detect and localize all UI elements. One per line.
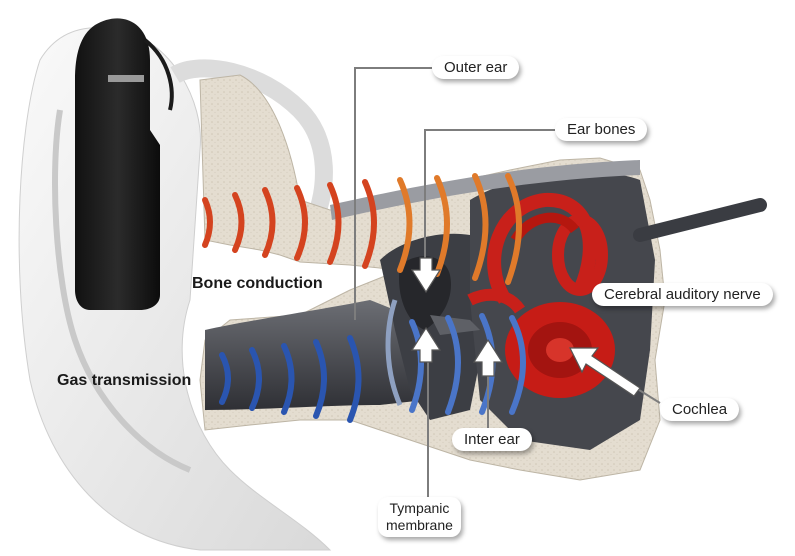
outer-ear-label: Outer ear: [432, 56, 519, 79]
cerebral-auditory-nerve-label: Cerebral auditory nerve: [592, 283, 773, 306]
tympanic-membrane-label: Tympanic membrane: [378, 497, 461, 537]
cochlea-label: Cochlea: [660, 398, 739, 421]
ear-bones-label: Ear bones: [555, 118, 647, 141]
gas-transmission-label: Gas transmission: [57, 372, 191, 390]
inter-ear-label: Inter ear: [452, 428, 532, 451]
bone-conduction-label: Bone conduction: [192, 275, 323, 293]
tympanic-label-line1: Tympanic: [386, 500, 453, 517]
tympanic-label-line2: membrane: [386, 517, 453, 534]
